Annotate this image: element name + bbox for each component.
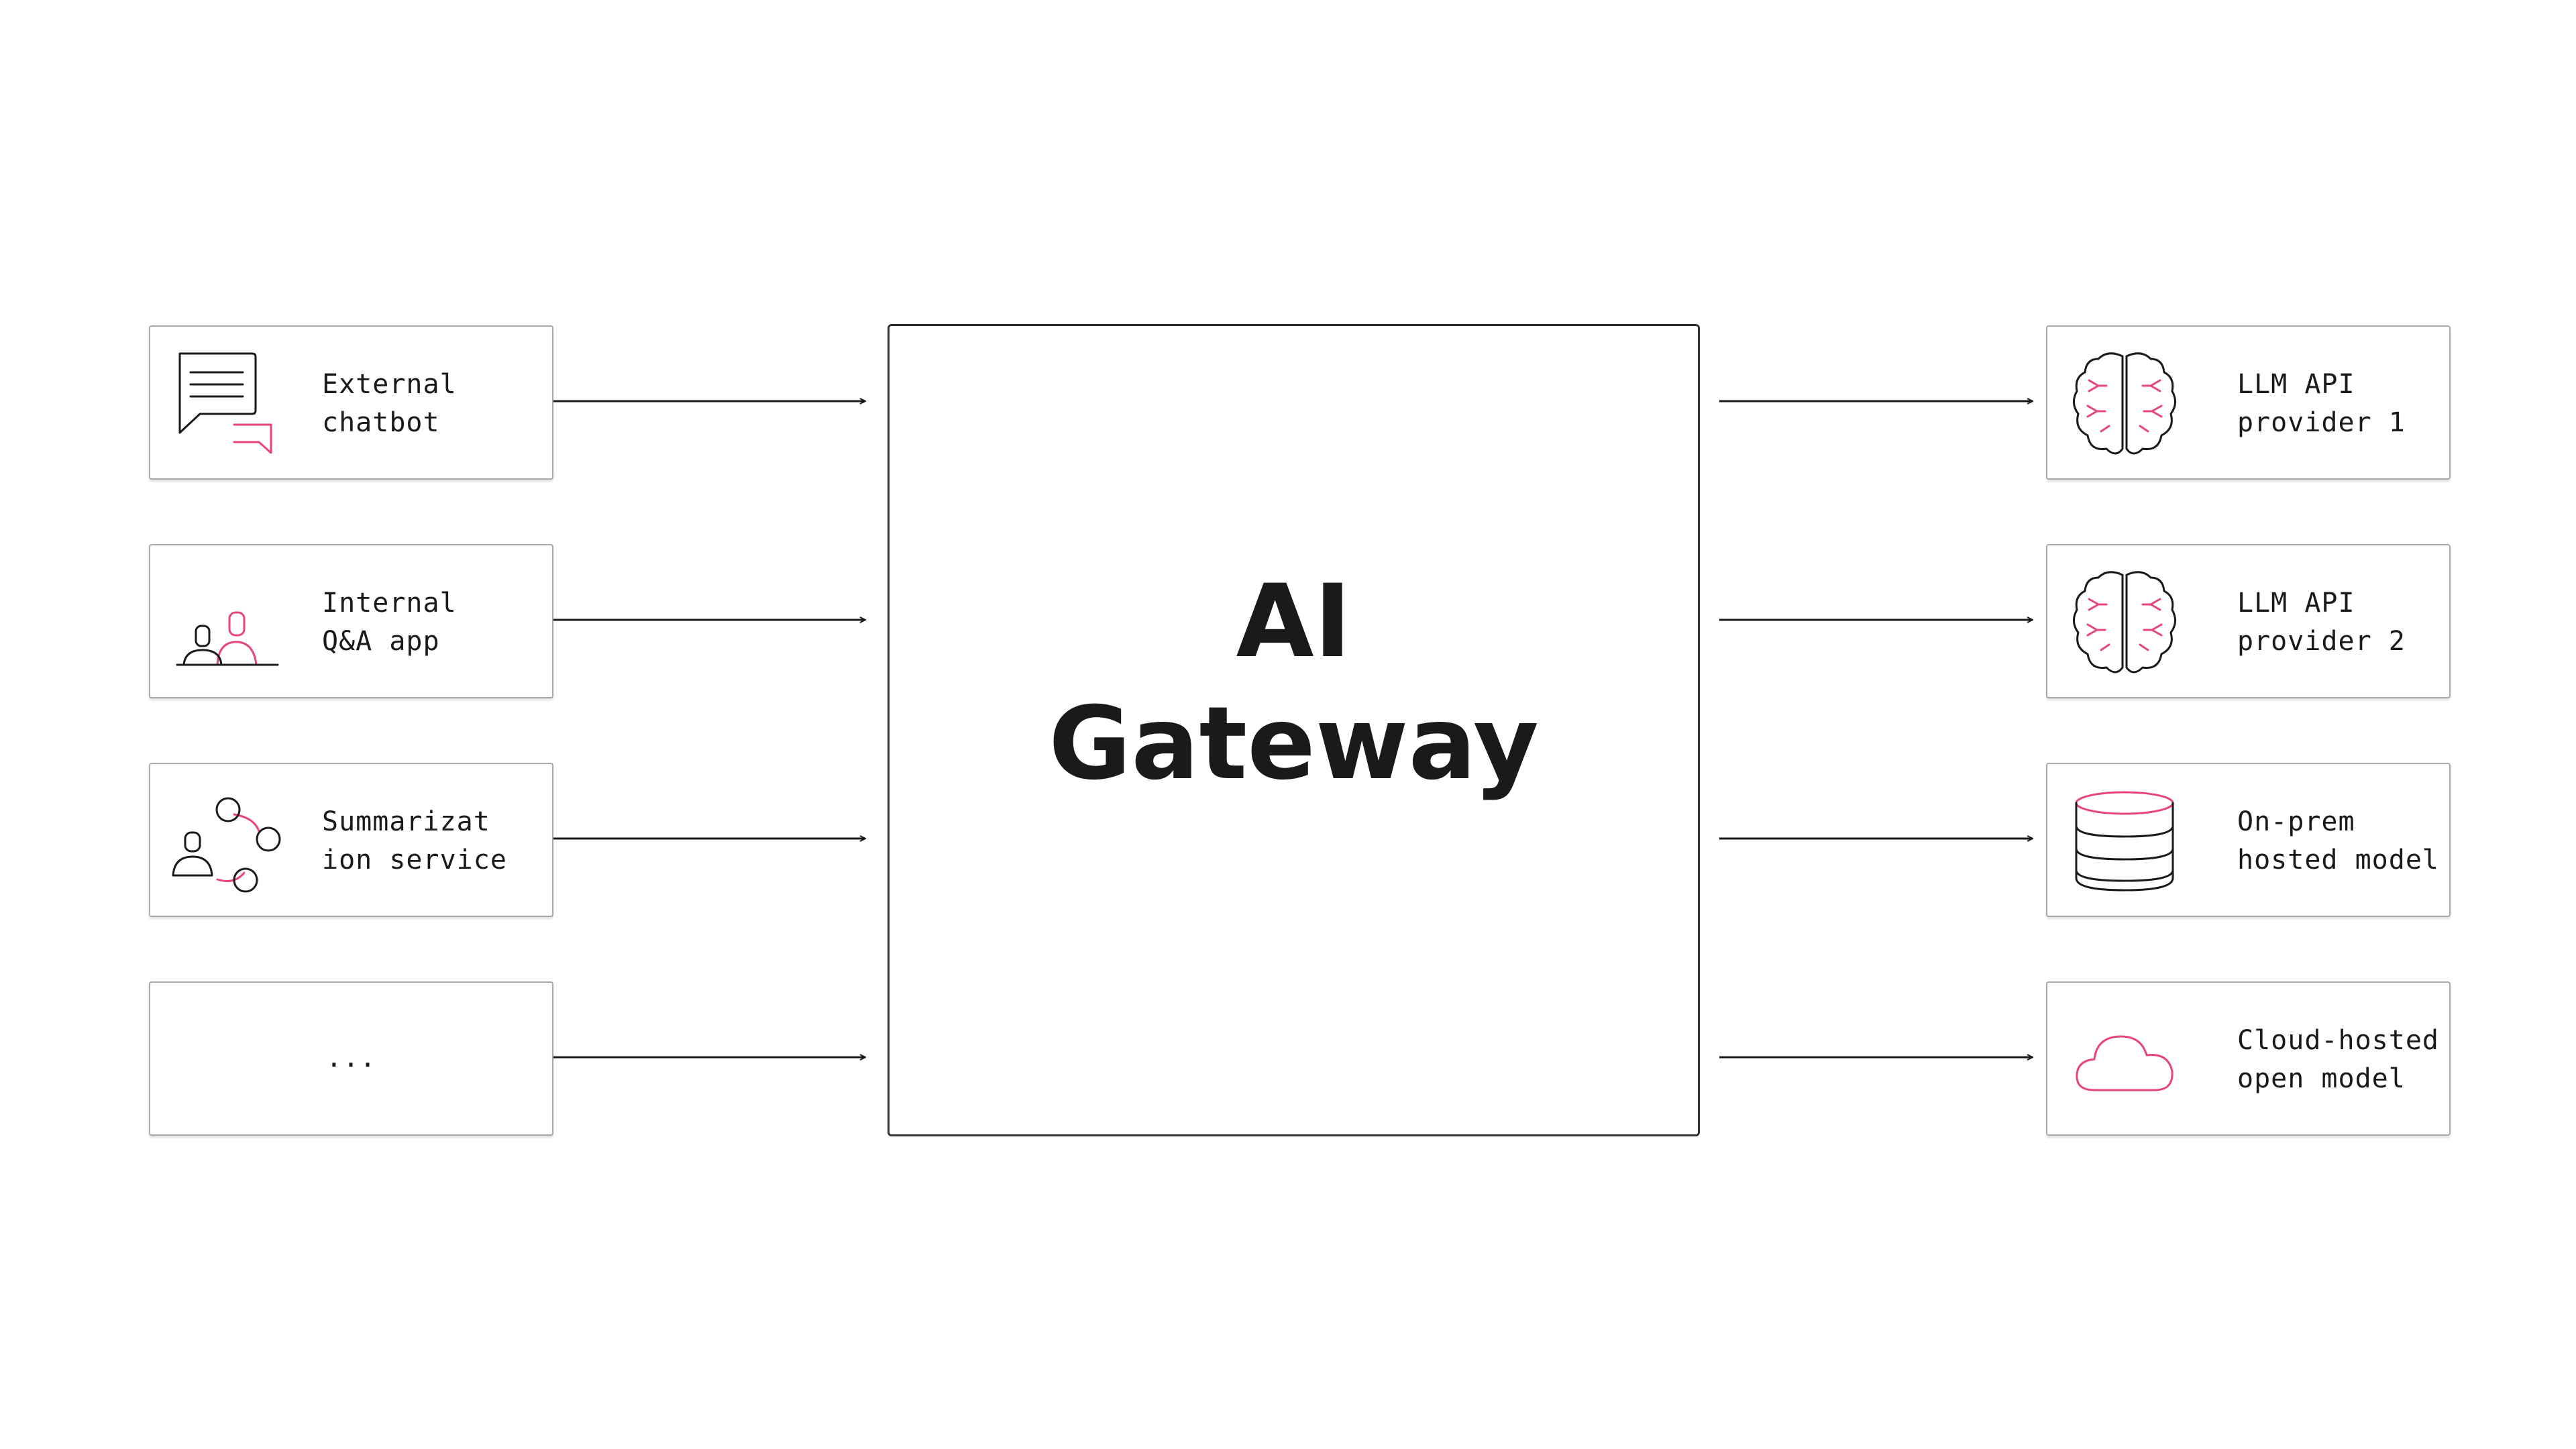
brain-icon [2073, 352, 2176, 455]
people-icon [176, 611, 279, 666]
provider-on-prem-model: On-prem hosted model [2046, 763, 2451, 917]
consumer-more: ... [149, 981, 553, 1136]
chat-bubbles-icon [178, 352, 272, 454]
database-icon [2075, 791, 2174, 892]
provider-llm-api-1: LLM API provider 1 [2046, 325, 2451, 480]
provider-label: LLM API provider 2 [2237, 588, 2406, 657]
provider-label: Cloud-hosted open model [2237, 1025, 2439, 1094]
consumer-internal-qa-app: Internal Q&A app [149, 544, 553, 698]
consumer-label: Internal Q&A app [322, 588, 457, 657]
consumer-summarization-service: Summarizat ion service [149, 763, 553, 917]
consumer-external-chatbot: External chatbot [149, 325, 553, 480]
user-network-icon [172, 797, 281, 893]
brain-icon [2073, 571, 2176, 674]
provider-llm-api-2: LLM API provider 2 [2046, 544, 2451, 698]
ai-gateway: AI Gateway [888, 324, 1700, 1136]
consumer-label: Summarizat ion service [322, 806, 507, 875]
consumer-label: External chatbot [322, 369, 457, 438]
cloud-icon [2076, 1035, 2174, 1091]
provider-cloud-hosted-model: Cloud-hosted open model [2046, 981, 2451, 1136]
provider-label: LLM API provider 1 [2237, 369, 2406, 438]
gateway-title: AI Gateway [1049, 564, 1539, 802]
provider-label: On-prem hosted model [2237, 806, 2439, 875]
consumer-label: ... [325, 1042, 377, 1073]
